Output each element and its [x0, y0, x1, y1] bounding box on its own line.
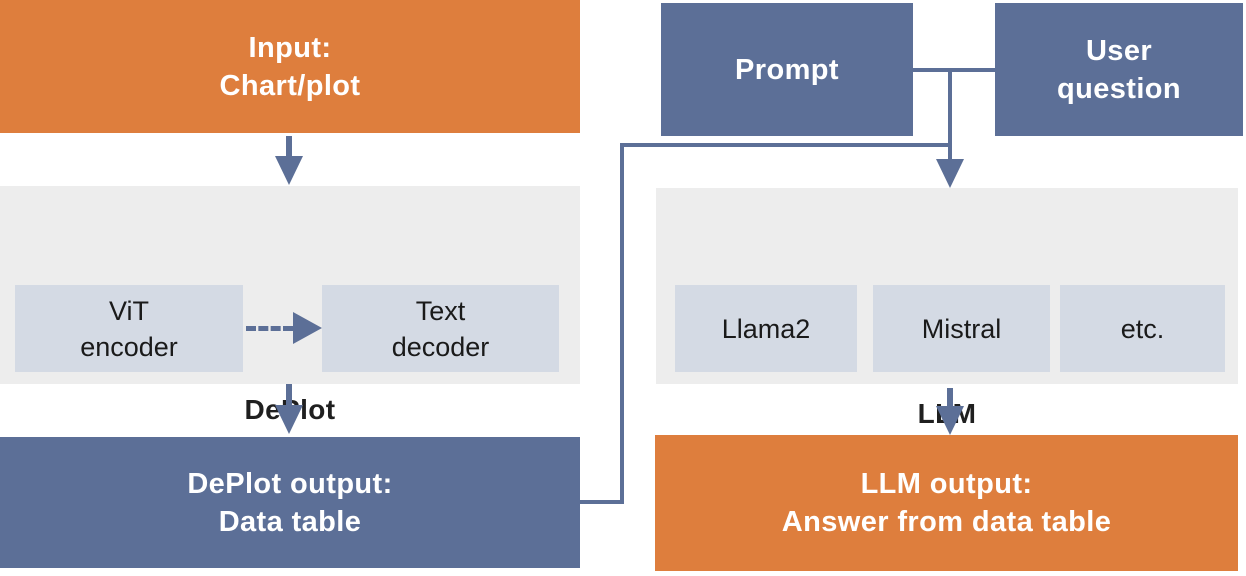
connector-into-llm-line — [948, 68, 952, 159]
arrow-head — [275, 156, 303, 185]
arrow-head — [275, 405, 303, 434]
arrow-down-icon — [275, 136, 303, 185]
user-question-box: User question — [995, 3, 1243, 136]
model-box-llama2: Llama2 — [675, 285, 857, 372]
connector-datatable-stub — [580, 500, 622, 504]
connector-datatable-vertical — [620, 143, 624, 504]
arrow-stem — [286, 136, 292, 156]
connector-datatable-horizontal — [620, 143, 950, 147]
dashed-line — [246, 325, 293, 331]
input-chart-box: Input: Chart/plot — [0, 0, 580, 133]
arrow-down-icon — [936, 388, 964, 435]
text-decoder-box: Text decoder — [322, 285, 559, 372]
dashed-arrow-right-icon — [246, 312, 322, 344]
llm-output-box: LLM output: Answer from data table — [655, 435, 1238, 571]
arrow-stem — [286, 384, 292, 405]
arrow-stem — [947, 388, 953, 406]
connector-prompt-userquestion — [913, 68, 995, 72]
arrow-head — [293, 312, 322, 344]
arrow-head — [936, 159, 964, 188]
model-box-mistral: Mistral — [873, 285, 1050, 372]
deplot-output-box: DePlot output: Data table — [0, 437, 580, 568]
vit-encoder-box: ViT encoder — [15, 285, 243, 372]
arrow-head — [936, 406, 964, 435]
arrow-down-icon — [275, 384, 303, 434]
model-box-etc: etc. — [1060, 285, 1225, 372]
prompt-box: Prompt — [661, 3, 913, 136]
